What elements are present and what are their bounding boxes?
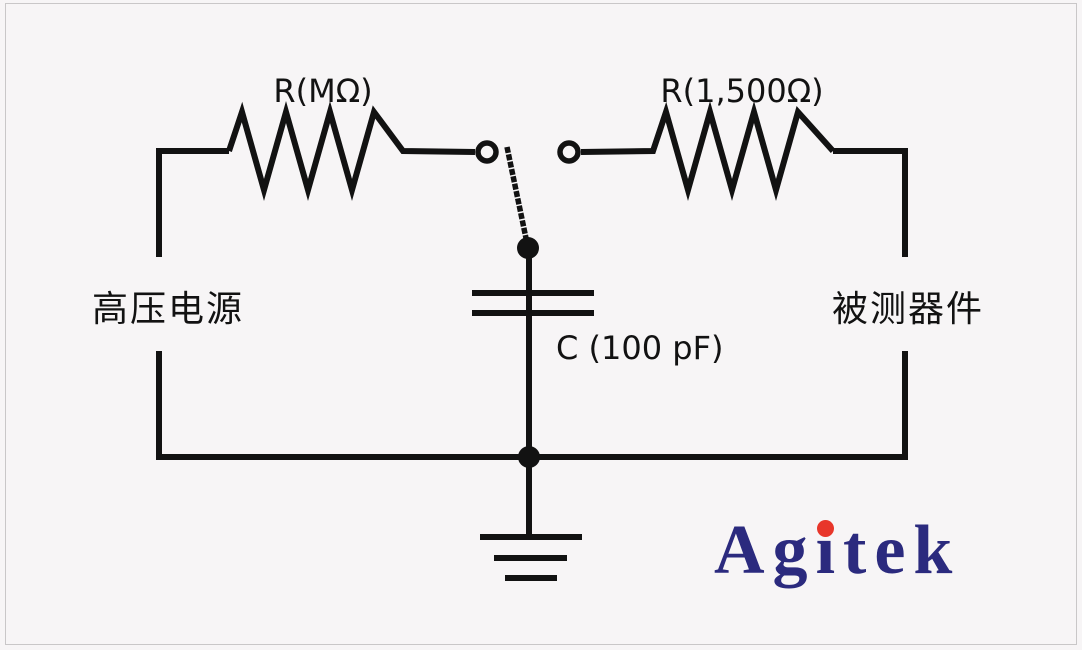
switch-contact-right <box>557 140 581 164</box>
brand-logo-i: ı <box>815 512 844 589</box>
resistor-left-symbol <box>226 100 476 202</box>
left-block-label: 高压电源 <box>92 289 244 330</box>
switch-contact-left <box>475 140 499 164</box>
right-block-label: 被测器件 <box>832 289 984 330</box>
right-resistor-label: R(1,500Ω) <box>660 72 823 110</box>
wire-right-top <box>833 148 908 257</box>
switch-pivot-dot <box>517 237 539 259</box>
left-resistor-label: R(MΩ) <box>273 72 372 110</box>
capacitor-label: C (100 pF) <box>556 329 723 367</box>
brand-logo-suffix: tek <box>843 512 961 589</box>
wire-left-top <box>156 148 229 257</box>
switch-lever <box>504 146 530 244</box>
resistor-right-symbol <box>580 100 836 202</box>
brand-logo-prefix: Ag <box>714 512 816 589</box>
brand-logo-i-dot-icon <box>817 520 835 537</box>
junction-dot <box>518 446 540 468</box>
